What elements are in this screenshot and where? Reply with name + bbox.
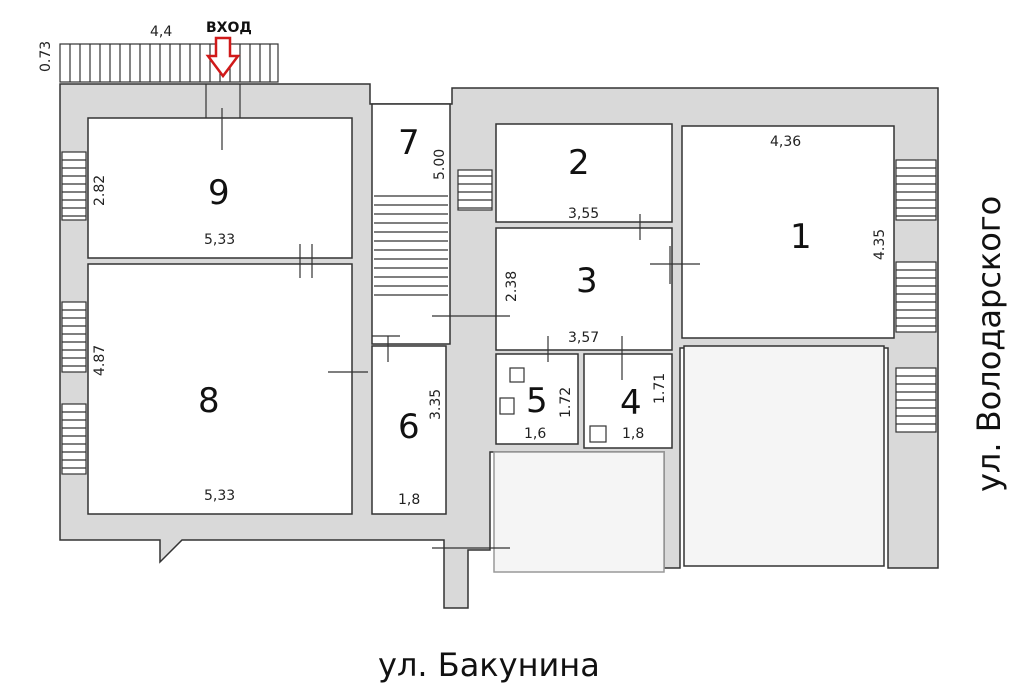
dim-porch-depth: 0.73 xyxy=(38,41,54,72)
dim-room3-width: 3,57 xyxy=(568,330,599,346)
entrance-arrow-icon xyxy=(205,36,241,79)
dim-room4-height: 1.71 xyxy=(652,373,668,404)
dim-room5-width: 1,6 xyxy=(524,426,546,442)
stairs xyxy=(374,195,448,296)
room-number-2: 2 xyxy=(568,143,590,183)
room-number-6: 6 xyxy=(398,407,420,447)
dim-room2-width: 3,55 xyxy=(568,206,599,222)
dim-room3-height: 2.38 xyxy=(504,271,520,302)
room-number-3: 3 xyxy=(576,261,598,301)
room-number-7: 7 xyxy=(398,123,420,163)
room-number-1: 1 xyxy=(790,217,812,257)
windows xyxy=(61,151,937,475)
dim-room6-height: 3.35 xyxy=(428,389,444,420)
dim-room5-height: 1.72 xyxy=(558,387,574,418)
dim-room7-height: 5.00 xyxy=(432,149,448,180)
dim-porch-width: 4,4 xyxy=(150,24,172,40)
dim-room8-width: 5,33 xyxy=(204,488,235,504)
entrance-label: ВХОД xyxy=(206,20,252,36)
street-label-volodarskogo: ул. Володарского xyxy=(970,196,1008,492)
room-number-9: 9 xyxy=(208,173,230,213)
room-number-5: 5 xyxy=(526,381,548,421)
street-label-bakunina: ул. Бакунина xyxy=(378,646,600,684)
dim-room6-width: 1,8 xyxy=(398,492,420,508)
rooms-fill xyxy=(87,103,895,573)
dim-room1-height: 4.35 xyxy=(872,229,888,260)
dim-room4-width: 1,8 xyxy=(622,426,644,442)
dim-room1-width: 4,36 xyxy=(770,134,801,150)
door-marks xyxy=(205,84,700,549)
dim-room8-height: 4.87 xyxy=(92,345,108,376)
porch-steps xyxy=(59,43,279,83)
room-number-8: 8 xyxy=(198,381,220,421)
room-number-4: 4 xyxy=(620,383,642,423)
dim-room9-height: 2.82 xyxy=(92,175,108,206)
dim-room9-width: 5,33 xyxy=(204,232,235,248)
